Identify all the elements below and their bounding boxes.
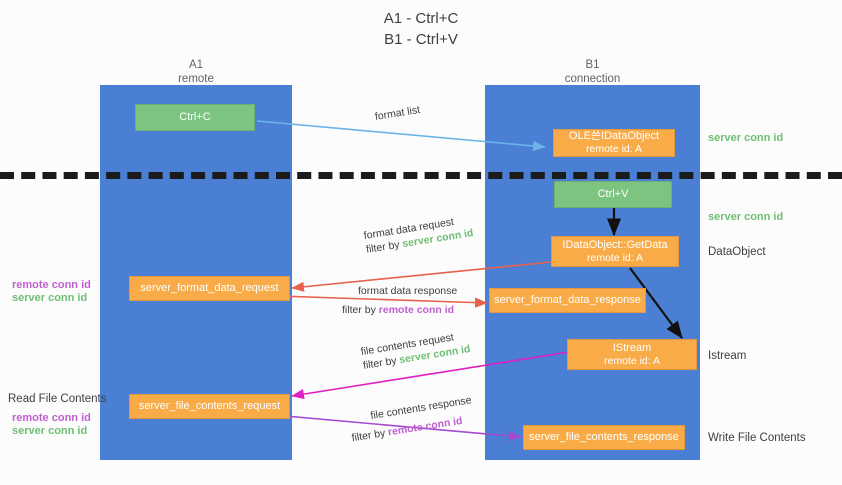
title-line-2: B1 - Ctrl+V bbox=[384, 31, 458, 48]
title-line-1: A1 - Ctrl+C bbox=[383, 10, 459, 27]
node-ole-get-clipboard-sub: remote id: A bbox=[585, 143, 643, 155]
right-label-write-file-contents: Write File Contents bbox=[708, 432, 806, 444]
node-ctrl-v[interactable]: Ctrl+V bbox=[554, 181, 672, 208]
edge-caption-format-list-text: format list bbox=[374, 103, 421, 123]
node-ole-get-clipboard-label: OLE쓴IDataObject bbox=[568, 130, 660, 142]
left-label-remote-conn-1: remote conn id bbox=[12, 279, 91, 291]
left-label-remote-conn-2: remote conn id bbox=[12, 412, 91, 424]
node-ole-get-clipboard[interactable]: OLE쓴IDataObject remote id: A bbox=[553, 129, 675, 157]
node-server-file-contents-request[interactable]: server_file_contents_request bbox=[129, 394, 290, 419]
node-server-format-data-request-label: server_format_data_request bbox=[140, 282, 279, 294]
node-istream-sub: remote id: A bbox=[603, 354, 661, 367]
left-label-read-file-contents: Read File Contents bbox=[8, 393, 107, 405]
lane-header-b1: B1 connection bbox=[485, 58, 700, 86]
node-server-format-data-response[interactable]: server_format_data_response bbox=[489, 288, 646, 313]
node-server-file-contents-response[interactable]: server_file_contents_response bbox=[523, 425, 685, 450]
phase-divider bbox=[0, 172, 842, 179]
edge-caption-format-data-request: format data request filter by server con… bbox=[363, 212, 475, 257]
node-getdata-label: IDataObject::GetData bbox=[562, 238, 668, 251]
edge-format-data-response-filter-value: remote conn id bbox=[378, 304, 455, 316]
page-title: A1 - Ctrl+C B1 - Ctrl+V bbox=[0, 8, 842, 50]
lane-a1-role: remote bbox=[178, 73, 214, 85]
edge-format-data-response-filter-prefix: filter by bbox=[342, 304, 379, 316]
node-istream[interactable]: IStream remote id: A bbox=[567, 339, 697, 370]
node-server-file-contents-request-label: server_file_contents_request bbox=[138, 400, 281, 412]
edge-caption-format-data-response: format data response filter by remote co… bbox=[342, 284, 458, 317]
left-label-server-conn-2: server conn id bbox=[12, 425, 88, 437]
lane-b1-name: B1 bbox=[585, 59, 600, 71]
node-ctrl-v-label: Ctrl+V bbox=[597, 188, 629, 200]
node-getdata[interactable]: IDataObject::GetData remote id: A bbox=[551, 236, 679, 267]
lane-b1-role: connection bbox=[564, 73, 621, 85]
node-istream-label: IStream bbox=[612, 341, 652, 354]
edge-caption-file-contents-request: file contents request filter by server c… bbox=[360, 328, 472, 373]
right-label-server-conn-mid: server conn id bbox=[708, 211, 784, 223]
edge-caption-file-contents-response: file contents response filter by remote … bbox=[351, 393, 475, 444]
node-server-format-data-response-label: server_format_data_response bbox=[494, 294, 641, 306]
right-label-dataobject: DataObject bbox=[708, 246, 766, 258]
left-label-server-conn-1: server conn id bbox=[12, 292, 88, 304]
node-server-file-contents-response-label: server_file_contents_response bbox=[529, 431, 679, 443]
edge-caption-format-data-response-text: format data response bbox=[358, 285, 458, 297]
lane-a1-name: A1 bbox=[188, 59, 204, 71]
right-label-istream: Istream bbox=[708, 350, 747, 362]
edge-caption-format-list: format list bbox=[374, 103, 421, 124]
node-getdata-sub: remote id: A bbox=[586, 251, 644, 264]
lane-header-a1: A1 remote bbox=[100, 58, 292, 86]
edge-file-contents-response-filter-prefix: filter by bbox=[350, 426, 390, 445]
node-server-format-data-request[interactable]: server_format_data_request bbox=[129, 276, 290, 301]
right-label-server-conn-top: server conn id bbox=[708, 132, 784, 144]
node-ctrl-c-label: Ctrl+C bbox=[179, 111, 211, 123]
node-ctrl-c[interactable]: Ctrl+C bbox=[135, 104, 255, 131]
